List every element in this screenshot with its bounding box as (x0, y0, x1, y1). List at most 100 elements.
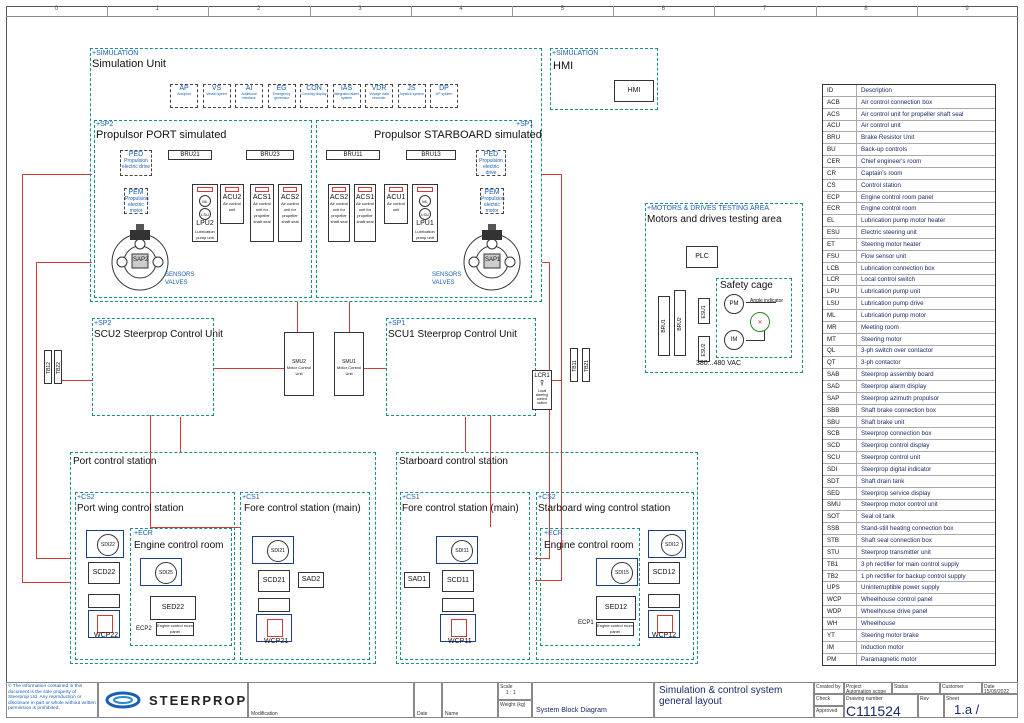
sap2-label: SAP2 (133, 257, 149, 263)
hmi-tag: +SIMULATION (552, 50, 599, 57)
scd12-box: SCD12 (648, 562, 680, 584)
sdi12-box: SDI12 (648, 530, 686, 558)
wcp12-box (648, 610, 680, 638)
motors-drives-frame (645, 203, 803, 373)
cable-line (297, 302, 298, 332)
ruler-tick (107, 6, 109, 16)
port-station-title: Port control station (73, 456, 157, 467)
ruler-tick (714, 6, 716, 16)
bru1-cabinet: BRU1 (658, 296, 670, 356)
brand-cell: STEERPROP (98, 682, 248, 718)
ruler-col-label: 4 (459, 6, 463, 12)
ruler-tick (512, 6, 513, 16)
sad1-box: SAD1 (404, 572, 430, 588)
tb22-box: TB22 (54, 350, 62, 384)
port-valves-label: VALVES (165, 280, 188, 286)
stbd-station-title: Starboard control station (399, 456, 508, 467)
check-cell: Check (814, 694, 844, 706)
stbd-propulsor-frame (316, 120, 532, 298)
created-by-cell: Created by (814, 682, 844, 694)
stbd-wing-tag: +CS2 (538, 494, 556, 501)
scu2-tag: +SP2 (94, 320, 112, 327)
cable-line (362, 368, 386, 369)
wcp21-label: WCP21 (264, 638, 289, 645)
bru23-box: BRU23 (246, 150, 294, 160)
ecp2-label: ECP2 (136, 626, 152, 632)
safety-cage-title: Safety cage (720, 280, 773, 291)
esu2-box: ESU2 (698, 336, 710, 362)
ruler-col-label: 6 (661, 6, 666, 12)
scu2-frame (92, 318, 214, 416)
cable-line (180, 417, 181, 452)
ruler-col-label: 3 (358, 6, 362, 12)
wcp11-label: WCP11 (448, 638, 472, 645)
cable-line (36, 262, 37, 558)
ruler-tick (815, 6, 817, 16)
safety-cage-frame (716, 278, 792, 358)
disclaimer-text: © The information contained in this docu… (6, 682, 98, 718)
cable-line (150, 415, 151, 527)
stbd-wing-frame (536, 492, 694, 660)
bru13-box: BRU13 (406, 150, 456, 160)
scu2-title: SCU2 Steerprop Control Unit (94, 329, 223, 340)
hmi-frame (550, 48, 658, 110)
stbd-station-frame (396, 452, 698, 664)
drawing-title-cell: Simulation & control system general layo… (654, 682, 814, 718)
bru2-cabinet: BRU2 (674, 290, 686, 356)
wcp12-panel (648, 594, 680, 608)
ruler-tick (410, 6, 412, 16)
wcp22-panel (88, 594, 120, 608)
plc-box: PLC (686, 246, 718, 268)
simulation-tag: +SIMULATION (92, 50, 139, 57)
port-prop-title: Propulsor PORT simulated (96, 129, 227, 141)
scu1-title: SCU1 Steerprop Control Unit (388, 329, 517, 340)
bru11-box: BRU11 (326, 150, 380, 160)
ecp2-panel: Engine control room panel (156, 622, 194, 636)
tb12-box: TB12 (44, 350, 52, 384)
wcp12-label: WCP12 (652, 632, 677, 639)
port-fore-tag: +CS1 (242, 494, 260, 501)
ecr-stbd-title: Engine control room (544, 540, 634, 551)
steerprop-logo-icon (105, 691, 141, 709)
wcp11-panel (442, 598, 474, 612)
im-motor-icon: IM (724, 330, 744, 350)
tb11-box: TB11 (570, 348, 578, 382)
ecr-port-frame (130, 528, 232, 646)
ruler-tick (916, 6, 918, 16)
port-wing-title: Port wing control station (77, 503, 184, 514)
stbd-sensors-label: SENSORS (432, 272, 462, 278)
pm-motor-icon: PM (724, 294, 744, 314)
